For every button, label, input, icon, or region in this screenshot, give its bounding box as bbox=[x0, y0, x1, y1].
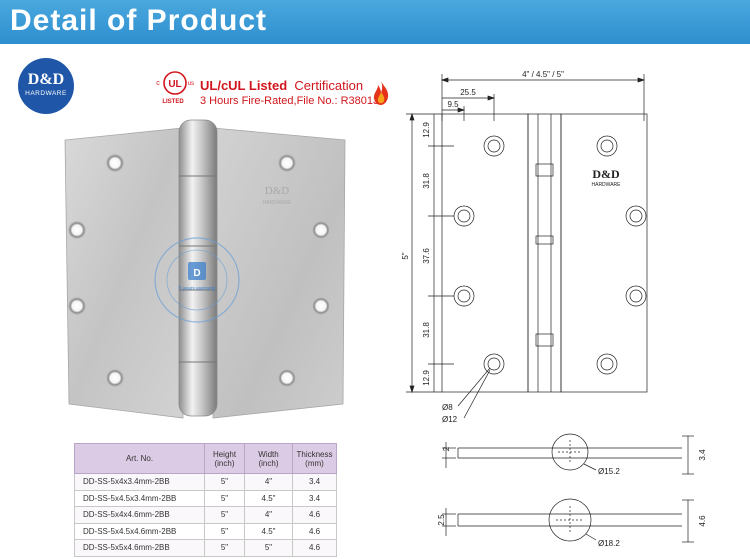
sec1-leaf-thick: 2 bbox=[442, 446, 451, 451]
sec1-thickness: 3.4 bbox=[698, 449, 707, 461]
ul-mark-c: c bbox=[156, 80, 160, 87]
cell-height: 5" bbox=[204, 506, 245, 524]
certification-text: UL/cUL Listed Certification 3 Hours Fire… bbox=[200, 78, 379, 107]
table-row: DD-SS-5x4x3.4mm-2BB 5" 4" 3.4 bbox=[74, 473, 337, 491]
cell-art-no: DD-SS-5x4x3.4mm-2BB bbox=[74, 473, 205, 491]
sec2-thickness: 4.6 bbox=[698, 515, 707, 527]
dim-height: 5" bbox=[401, 252, 410, 259]
dim-25-5: 25.5 bbox=[460, 88, 476, 97]
cell-width: 5" bbox=[244, 539, 293, 557]
cell-thickness: 4.6 bbox=[292, 539, 337, 557]
photo-brand: D&D bbox=[265, 185, 290, 197]
table-row: DD-SS-5x4x4.6mm-2BB 5" 4" 4.6 bbox=[74, 506, 337, 524]
svg-text:D: D bbox=[193, 268, 200, 279]
sec1-knuckle-dia: Ø15.2 bbox=[598, 467, 620, 476]
dim-overall-width: 4" / 4.5" / 5" bbox=[522, 70, 564, 79]
ul-listed-label: UL/cUL Listed bbox=[200, 78, 288, 93]
dim-31-8-a: 31.8 bbox=[422, 173, 431, 189]
certification-line1: UL/cUL Listed Certification bbox=[200, 78, 379, 93]
dim-12-9-bot: 12.9 bbox=[422, 370, 431, 386]
ul-mark-listed: LISTED bbox=[162, 99, 184, 105]
cell-art-no: DD-SS-5x5x4.6mm-2BB bbox=[74, 539, 205, 557]
table-header-row: Art. No. Height (inch) Width (inch) Thic… bbox=[74, 443, 337, 474]
cell-art-no: DD-SS-5x4.5x3.4mm-2BB bbox=[74, 489, 205, 507]
drawing-brand: D&D bbox=[592, 167, 620, 181]
dim-31-8-b: 31.8 bbox=[422, 322, 431, 338]
col-height: Height (inch) bbox=[204, 443, 245, 474]
cell-width: 4.5" bbox=[244, 489, 293, 507]
cell-height: 5" bbox=[204, 473, 245, 491]
dim-9-5: 9.5 bbox=[447, 100, 459, 109]
ul-listed-mark-icon: UL c us LISTED bbox=[156, 71, 194, 105]
cell-art-no: DD-SS-5x4x4.6mm-2BB bbox=[74, 506, 205, 524]
col-width: Width (inch) bbox=[244, 443, 293, 474]
table-row: DD-SS-5x5x4.6mm-2BB 5" 5" 4.6 bbox=[74, 539, 337, 557]
cell-art-no: DD-SS-5x4.5x4.6mm-2BB bbox=[74, 522, 205, 540]
cell-height: 5" bbox=[204, 539, 245, 557]
col-thickness: Thickness (mm) bbox=[292, 443, 337, 474]
certification-label: Certification bbox=[294, 78, 364, 93]
hinge-photo: D&D HARDWARE D 5 years warranty bbox=[64, 119, 346, 419]
table-row: DD-SS-5x4.5x3.4mm-2BB 5" 4.5" 3.4 bbox=[74, 489, 337, 507]
dim-37-6: 37.6 bbox=[422, 248, 431, 264]
cell-width: 4" bbox=[244, 473, 293, 491]
flame-icon bbox=[374, 81, 389, 105]
hole-d8-label: Ø8 bbox=[442, 403, 453, 412]
cell-width: 4.5" bbox=[244, 522, 293, 540]
sec2-knuckle-dia: Ø18.2 bbox=[598, 539, 620, 548]
cell-thickness: 3.4 bbox=[292, 489, 337, 507]
cell-thickness: 4.6 bbox=[292, 506, 337, 524]
ul-mark-us: us bbox=[188, 81, 194, 87]
cell-thickness: 3.4 bbox=[292, 473, 337, 491]
photo-brand-sub: HARDWARE bbox=[263, 200, 293, 206]
spec-table: Art. No. Height (inch) Width (inch) Thic… bbox=[74, 443, 337, 557]
header-bar: Detail of Product bbox=[0, 0, 750, 44]
fire-rating-text: 3 Hours Fire-Rated,File No.: R38013 bbox=[200, 95, 380, 107]
technical-drawing: 4" / 4.5" / 5" 25.5 9.5 5" 12.9 31.8 37.… bbox=[401, 70, 707, 548]
drawing-brand-sub: HARDWARE bbox=[592, 182, 622, 188]
col-art-no: Art. No. bbox=[74, 443, 205, 474]
logo-sub: HARDWARE bbox=[25, 90, 67, 97]
cell-height: 5" bbox=[204, 522, 245, 540]
cell-height: 5" bbox=[204, 489, 245, 507]
dim-12-9-top: 12.9 bbox=[422, 122, 431, 138]
cell-width: 4" bbox=[244, 506, 293, 524]
logo-brand: D&D bbox=[27, 71, 65, 88]
brand-logo: D&D HARDWARE bbox=[18, 58, 74, 114]
page-title: Detail of Product bbox=[10, 4, 268, 37]
table-row: DD-SS-5x4.5x4.6mm-2BB 5" 4.5" 4.6 bbox=[74, 522, 337, 540]
warranty-label: 5 years warranty bbox=[179, 286, 216, 292]
sec2-leaf-thick: 2.5 bbox=[437, 514, 446, 526]
ul-mark-ul: UL bbox=[168, 79, 181, 90]
cell-thickness: 4.6 bbox=[292, 522, 337, 540]
hole-d12-label: Ø12 bbox=[442, 415, 458, 424]
